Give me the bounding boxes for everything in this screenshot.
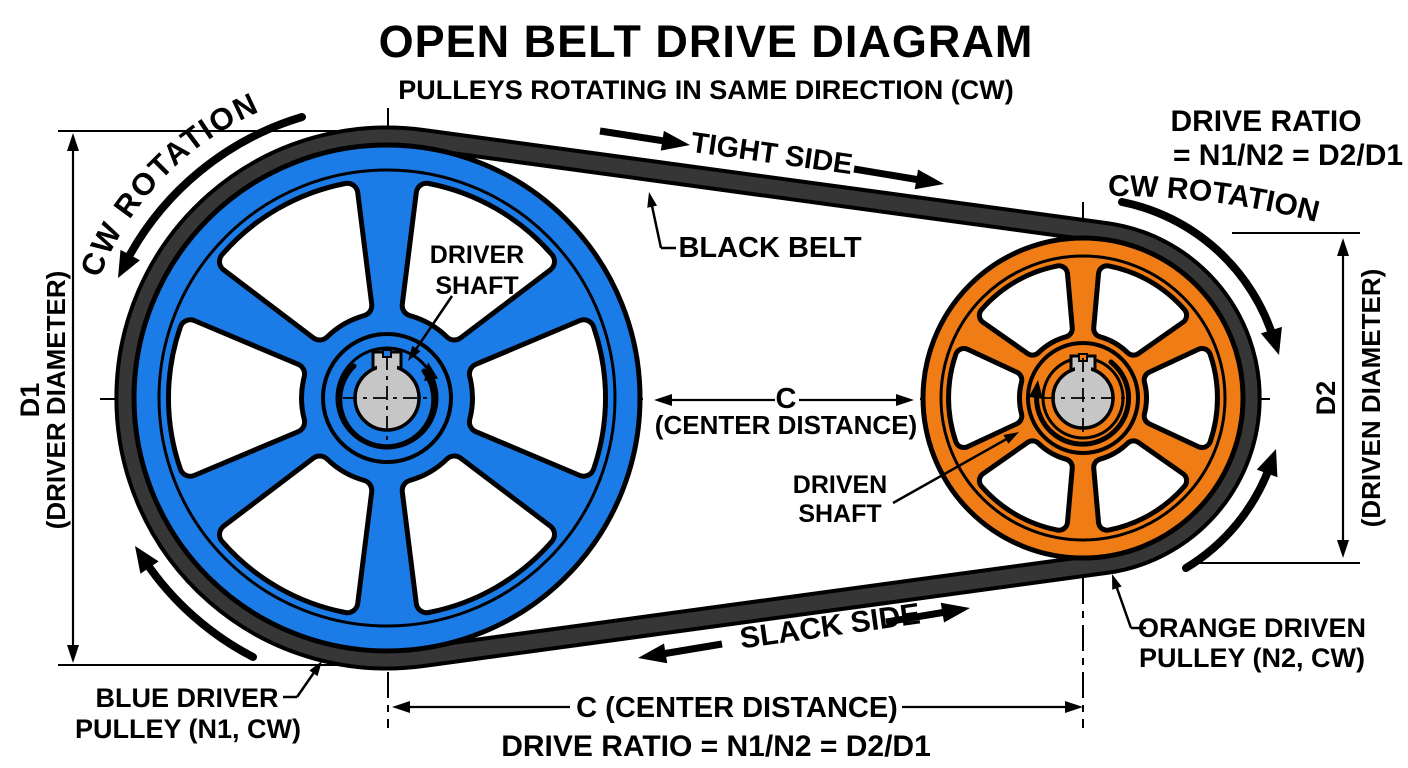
d1-sub-label: (DRIVER DIAMETER): [41, 271, 71, 530]
orange-driven-pulley-label-line2: PULLEY (N2, CW): [1139, 643, 1365, 673]
blue-driver-pulley-label-line1: BLUE DRIVER: [95, 683, 278, 713]
center-distance-sub-label: (CENTER DISTANCE): [655, 410, 917, 440]
drive-ratio-bottom-label: DRIVE RATIO = N1/N2 = D2/D1: [501, 730, 931, 763]
page-subtitle: PULLEYS ROTATING IN SAME DIRECTION (CW): [398, 75, 1013, 105]
drive-ratio-top-line2: = N1/N2 = D2/D1: [1173, 139, 1403, 172]
black-belt-label: BLACK BELT: [678, 232, 861, 264]
c-bottom-label: C (CENTER DISTANCE): [576, 692, 898, 724]
dimension-lines: [58, 130, 1360, 713]
driven-shaft-label-line1: DRIVEN: [793, 471, 887, 499]
page-title: OPEN BELT DRIVE DIAGRAM: [379, 16, 1034, 67]
center-distance-c-label: C: [776, 383, 797, 415]
orange-driven-pulley-label-line1: ORANGE DRIVEN: [1138, 613, 1366, 643]
blue-driver-pulley: [131, 142, 643, 654]
driver-shaft-label-line1: DRIVER: [430, 241, 524, 269]
black-belt: [114, 125, 1262, 671]
blue-driver-pulley-label-line2: PULLEY (N1, CW): [75, 714, 301, 744]
orange-driven-pulley: [920, 235, 1246, 561]
d2-label: D2: [1311, 381, 1341, 416]
d1-label: D1: [15, 383, 45, 418]
d2-sub-label: (DRIVEN DIAMETER): [1356, 269, 1386, 528]
driver-shaft-label-line2: SHAFT: [435, 272, 518, 300]
cw-rotation-right-label: CW ROTATION: [1108, 170, 1323, 229]
drive-ratio-top-line1: DRIVE RATIO: [1170, 105, 1361, 138]
arrows-and-leaders: [118, 113, 1282, 699]
driven-shaft-label-line2: SHAFT: [798, 500, 881, 528]
